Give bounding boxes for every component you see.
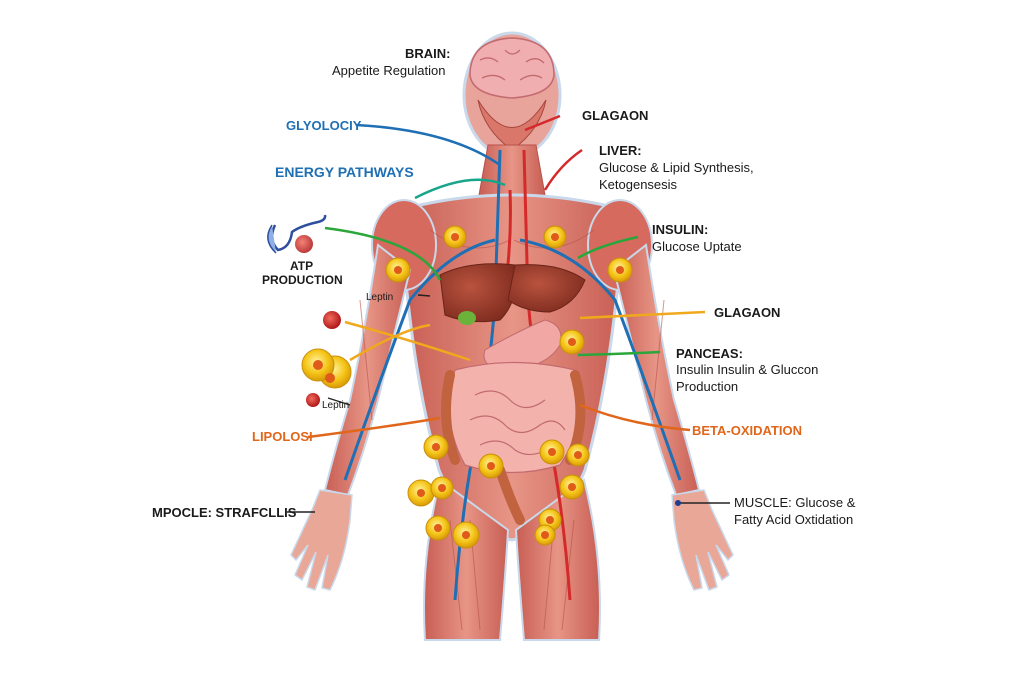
- panceas-title: PANCEAS:: [676, 346, 743, 362]
- fat-cell-icon: [540, 440, 564, 464]
- fat-cell-icon: [479, 454, 503, 478]
- liver-description-line2: Ketogensesis: [599, 177, 677, 193]
- fat-cell-icon: [444, 226, 466, 248]
- leptin-bottom-label: Leptin: [322, 398, 349, 414]
- insulin-title: INSULIN:: [652, 222, 708, 238]
- glagaon-top-label: GLAGAON: [582, 108, 648, 124]
- beta-oxidation-label: BETA-OXIDATION: [692, 423, 802, 439]
- liver: [440, 264, 516, 322]
- insulin-description: Glucose Uptate: [652, 239, 742, 255]
- muscle-description: Fatty Acid Oxtidation: [734, 512, 853, 528]
- blood-cell-icon: [306, 393, 320, 407]
- brain-title: BRAIN:: [405, 46, 451, 62]
- fat-cell-icon: [386, 258, 410, 282]
- fat-cell-icon: [544, 226, 566, 248]
- energy-pathways-label: ENERGY PATHWAYS: [275, 164, 414, 180]
- mpocle-label: MPOCLE: STRAFCLLIS: [152, 505, 296, 521]
- fat-cell-icon: [560, 330, 584, 354]
- fat-cell-icon: [567, 444, 589, 466]
- muscle-title: MUSCLE: Glucose &: [734, 495, 855, 511]
- panceas-description-line2: Production: [676, 379, 738, 395]
- blood-cell-icon: [323, 311, 341, 329]
- atp-label-line2: PRODUCTION: [262, 272, 343, 288]
- right-hand: [672, 490, 733, 590]
- lipolosi-label: LIPOLOSI: [252, 429, 313, 445]
- fat-cell-icon: [424, 435, 448, 459]
- fat-cell-cluster: [302, 349, 351, 388]
- fat-cell-icon: [408, 480, 434, 506]
- fat-cell-icon: [431, 477, 453, 499]
- glyolociy-label: GLYOLOCIY: [286, 118, 361, 134]
- fat-cell-icon: [426, 516, 450, 540]
- leptin-top-label: Leptin: [366, 290, 393, 306]
- brain-description: Appetite Regulation: [332, 63, 445, 79]
- glagaon-mid-label: GLAGAON: [714, 305, 780, 321]
- fat-cell-icon: [608, 258, 632, 282]
- liver-description-line1: Glucose & Lipid Synthesis,: [599, 160, 754, 176]
- mitochondria-icon: [268, 215, 325, 253]
- panceas-description-line1: Insulin Insulin & Gluccon: [676, 362, 818, 378]
- brain-icon: [470, 38, 554, 98]
- fat-cell-icon: [560, 475, 584, 499]
- fat-cell-icon: [535, 525, 555, 545]
- neck: [479, 145, 545, 195]
- fat-cell-icon: [453, 522, 479, 548]
- liver-title: LIVER:: [599, 143, 642, 159]
- left-hand: [291, 490, 352, 590]
